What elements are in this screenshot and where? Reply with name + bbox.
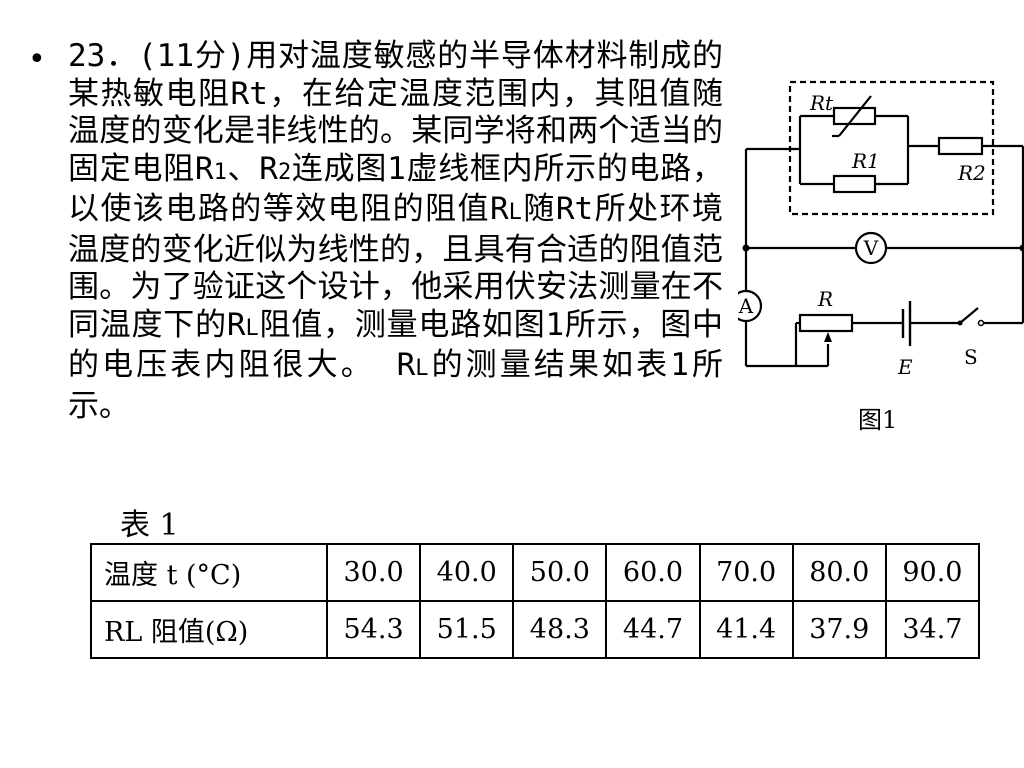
label-rheostat: R (817, 287, 833, 311)
label-rt: Rt (809, 91, 834, 115)
table-cell: 60.0 (605, 543, 701, 602)
question-text-part: 、R (226, 150, 278, 187)
table-cell: 51.5 (419, 600, 515, 659)
question-text-part: 的测量结果如表1所示。 (68, 347, 723, 424)
subscript: L (415, 356, 429, 381)
table-row-temperature: 温度 t (°C) 30.0 40.0 50.0 60.0 70.0 80.0 … (90, 543, 981, 602)
label-r2: R2 (957, 161, 986, 185)
label-switch: S (964, 345, 978, 369)
question-text-part: 连成图1虚线框内所示的电路，以使该电路的等效电阻的阻值R (68, 150, 723, 228)
circuit-diagram: Rt R1 R2 R E V A S (738, 80, 1024, 379)
question-text: 23．(11分)用对温度敏感的半导体材料制成的某热敏电阻Rt，在给定温度范围内，… (68, 38, 723, 425)
table-cell: 50.0 (512, 543, 608, 602)
ammeter-label: A (738, 294, 754, 318)
row-label-resistance: RL 阻值(Ω) (90, 600, 328, 659)
table-cell: 30.0 (325, 543, 422, 602)
resistor-r2 (937, 136, 984, 156)
table-cell: 40.0 (419, 543, 515, 602)
table-caption: 表 1 (120, 508, 179, 543)
question-text-part: 23．(11分)用对温度敏感的半导体材料制成的某热敏电阻Rt，在给定温度范围内，… (68, 38, 723, 187)
table-cell: 90.0 (884, 543, 981, 602)
table-cell: 37.9 (791, 600, 887, 659)
resistor-r1 (832, 174, 877, 194)
voltmeter-label: V (863, 236, 879, 260)
thermistor-rt (832, 106, 877, 126)
bullet-point: • (28, 42, 46, 77)
table-row-resistance: RL 阻值(Ω) 54.3 51.5 48.3 44.7 41.4 37.9 3… (90, 600, 981, 659)
label-r1: R1 (851, 149, 880, 173)
subscript: L (508, 200, 522, 225)
table-cell: 44.7 (605, 600, 701, 659)
row-label-temperature: 温度 t (°C) (90, 543, 328, 602)
data-table: 温度 t (°C) 30.0 40.0 50.0 60.0 70.0 80.0 … (90, 543, 981, 659)
table-cell: 70.0 (698, 543, 794, 602)
voltmeter (854, 231, 888, 265)
table-cell: 48.3 (512, 600, 608, 659)
figure-caption: 图1 (858, 406, 898, 434)
table-cell: 34.7 (884, 600, 981, 659)
rheostat (798, 313, 854, 333)
subscript: 2 (277, 159, 292, 185)
subscript: L (245, 315, 259, 341)
table-cell: 80.0 (791, 543, 887, 602)
label-battery: E (897, 355, 913, 379)
table-cell: 54.3 (325, 600, 422, 659)
subscript: 1 (213, 159, 227, 185)
question-text-part: 阻值，测量电路如图1所示，图中的电压表内阻很大。 R (68, 306, 723, 384)
table-cell: 41.4 (698, 600, 794, 659)
ammeter (738, 289, 763, 323)
question-text-part: 随Rt所处环境温度的变化近似为线性的，且具有合适的阻值范围。为了验证这个设计，他… (68, 191, 723, 343)
